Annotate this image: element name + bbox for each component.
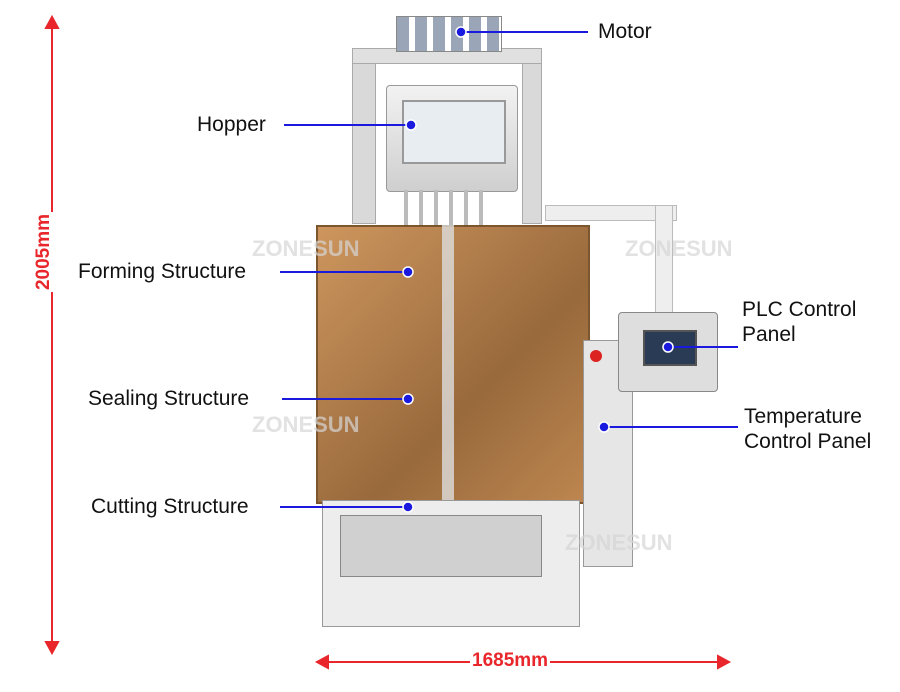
watermark: ZONESUN (252, 412, 360, 437)
label-plc-line1: PLC Control (742, 298, 857, 321)
hopper-window (402, 100, 506, 164)
cutting-base (340, 515, 542, 577)
label-motor: Motor (598, 20, 652, 43)
height-dimension-label: 2005mm (33, 211, 56, 293)
label-temp-line2: Control Panel (744, 430, 872, 453)
label-temperature-control-panel: Temperature Control Panel (744, 404, 871, 454)
label-plc-line2: Panel (742, 323, 796, 346)
label-sealing-structure: Sealing Structure (88, 387, 250, 410)
arrow-up-icon (44, 14, 60, 29)
pipe-arm (545, 205, 677, 221)
label-temp-line1: Temperature (744, 405, 862, 428)
arrow-down-icon (44, 641, 60, 656)
door-divider (442, 225, 454, 500)
watermark: ZONESUN (625, 236, 733, 261)
label-cutting-structure: Cutting Structure (91, 495, 249, 518)
label-forming-structure: Forming Structure (78, 260, 247, 283)
width-dimension-label: 1685mm (470, 650, 551, 672)
label-hopper: Hopper (197, 113, 266, 136)
emergency-button (590, 350, 602, 362)
motor-unit (396, 16, 502, 52)
watermark: ZONESUN (565, 530, 673, 555)
watermark: ZONESUN (252, 236, 360, 261)
arrow-left-icon (314, 654, 329, 670)
frame-left-post (352, 50, 376, 224)
plc-box (618, 312, 718, 392)
feed-tubes (404, 190, 494, 226)
label-plc-control-panel: PLC Control Panel (742, 297, 856, 347)
arrow-right-icon (717, 654, 732, 670)
